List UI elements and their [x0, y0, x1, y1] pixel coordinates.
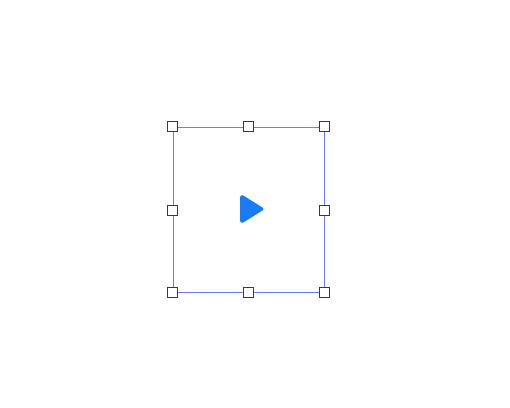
resize-handle-right[interactable] — [319, 205, 330, 216]
resize-handle-top[interactable] — [243, 121, 254, 132]
resize-handle-bottom[interactable] — [243, 287, 254, 298]
resize-handle-bottom-left[interactable] — [167, 287, 178, 298]
resize-handle-left[interactable] — [167, 205, 178, 216]
resize-handle-top-right[interactable] — [319, 121, 330, 132]
play-icon[interactable] — [236, 193, 266, 225]
resize-handle-top-left[interactable] — [167, 121, 178, 132]
resize-handle-bottom-right[interactable] — [319, 287, 330, 298]
